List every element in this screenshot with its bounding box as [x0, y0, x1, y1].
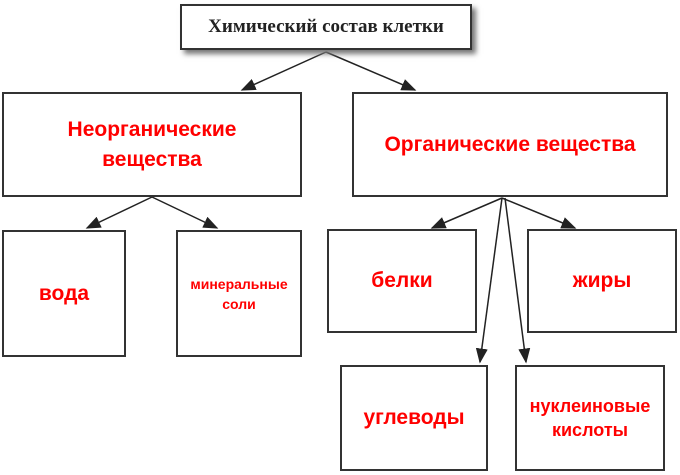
water-label: вода — [38, 281, 90, 305]
arrow-to-proteins — [430, 197, 503, 229]
root-node: Химический состав клетки — [180, 4, 472, 50]
inorganic-node: Неорганические вещества — [2, 92, 302, 197]
arrow-to-fats — [501, 197, 577, 229]
arrow-to-organic — [325, 51, 417, 91]
arrow-to-water — [85, 196, 153, 229]
proteins-node: белки — [327, 229, 477, 333]
carbohydrates-label: углеводы — [363, 406, 465, 429]
inorganic-label: Неорганические вещества — [67, 117, 237, 171]
salts-label: минеральные соли — [190, 275, 288, 312]
organic-label: Органические вещества — [384, 132, 636, 156]
salts-node: минеральные соли — [176, 230, 302, 357]
nucleic-acids-node: нуклеиновые кислоты — [515, 365, 665, 471]
nucleic-acids-label: нуклеиновые кислоты — [529, 396, 651, 440]
organic-node: Органические вещества — [352, 92, 668, 197]
proteins-label: белки — [371, 269, 433, 292]
arrow-to-nucleic — [504, 197, 531, 364]
fats-node: жиры — [527, 229, 677, 333]
arrow-to-salts — [151, 196, 219, 229]
carbohydrates-node: углеводы — [340, 365, 488, 471]
arrow-to-carbs — [475, 197, 503, 364]
water-node: вода — [2, 230, 126, 357]
root-label: Химический состав клетки — [208, 16, 444, 37]
fats-label: жиры — [572, 269, 632, 292]
arrow-to-inorganic — [240, 51, 327, 91]
